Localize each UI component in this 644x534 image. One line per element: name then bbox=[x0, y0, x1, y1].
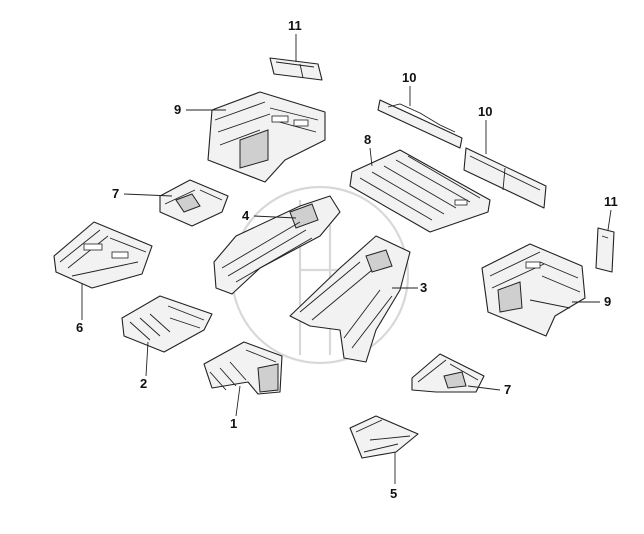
callout-2: 2 bbox=[140, 376, 147, 391]
leader-11-right bbox=[607, 209, 612, 231]
leader-1 bbox=[235, 385, 241, 417]
callout-11-right: 11 bbox=[604, 194, 618, 209]
leader-2 bbox=[145, 341, 149, 377]
callout-5: 5 bbox=[390, 486, 397, 501]
callout-9-top-left: 9 bbox=[174, 102, 181, 117]
part-11-top[interactable] bbox=[269, 57, 323, 81]
callout-8: 8 bbox=[364, 132, 371, 147]
part-10-right[interactable] bbox=[463, 147, 547, 209]
part-9-top-left[interactable] bbox=[207, 91, 326, 183]
part-5-panel[interactable] bbox=[349, 415, 419, 459]
callout-7-left: 7 bbox=[112, 186, 119, 201]
part-4-tunnel[interactable] bbox=[213, 195, 341, 295]
callout-3: 3 bbox=[420, 280, 427, 295]
callout-4: 4 bbox=[242, 208, 250, 223]
callout-10-right: 10 bbox=[478, 104, 492, 119]
leader-7-left bbox=[123, 193, 173, 197]
leader-7-right bbox=[467, 385, 501, 391]
part-2-panel[interactable] bbox=[121, 295, 213, 353]
part-7-right[interactable] bbox=[411, 353, 485, 393]
callout-6: 6 bbox=[76, 320, 83, 335]
callout-9-right: 9 bbox=[604, 294, 611, 309]
part-3-tunnel[interactable] bbox=[289, 235, 411, 363]
leader-8 bbox=[369, 147, 373, 167]
callout-11-top: 11 bbox=[288, 18, 302, 33]
part-7-left[interactable] bbox=[159, 179, 229, 227]
part-9-right[interactable] bbox=[481, 243, 586, 337]
part-6-panel[interactable] bbox=[53, 221, 153, 289]
part-1-panel[interactable] bbox=[203, 341, 283, 395]
part-8-floor[interactable] bbox=[349, 149, 491, 233]
callout-7-right: 7 bbox=[504, 382, 511, 397]
part-10-left[interactable] bbox=[377, 99, 463, 149]
callout-10-left: 10 bbox=[402, 70, 416, 85]
leader-4 bbox=[253, 215, 297, 219]
callout-1: 1 bbox=[230, 416, 237, 431]
part-11-right[interactable] bbox=[595, 227, 615, 273]
